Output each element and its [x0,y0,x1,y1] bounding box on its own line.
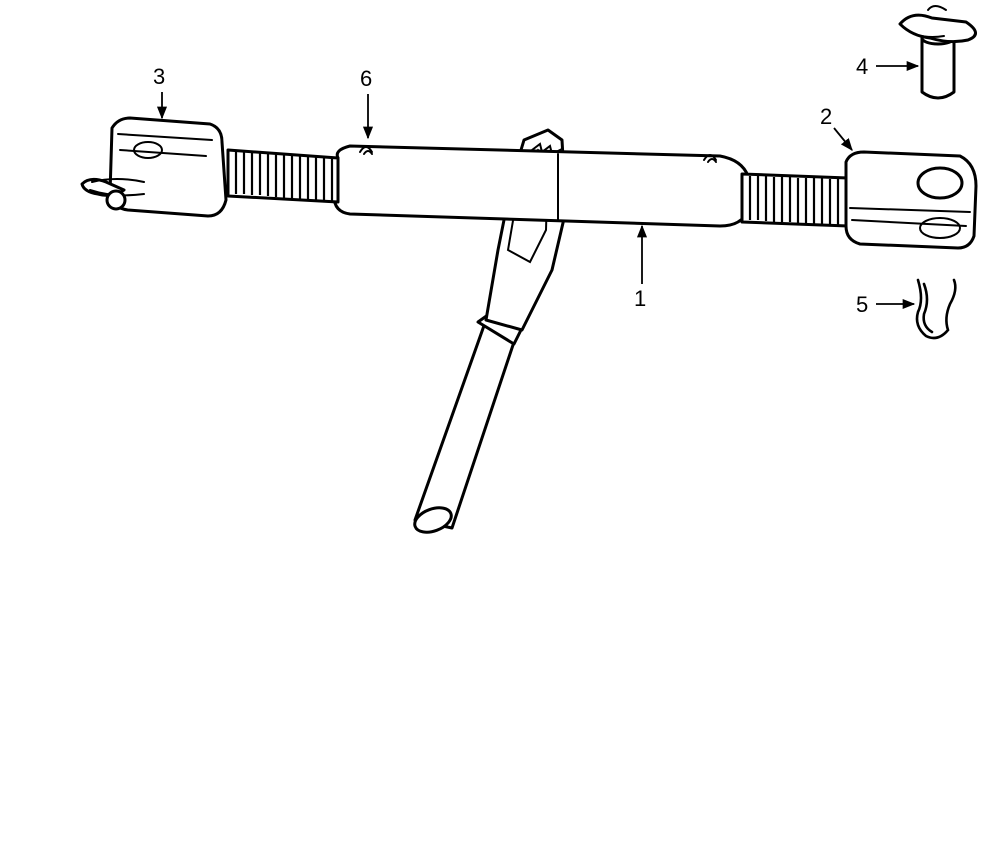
tube-body [332,144,750,228]
right-clevis-end [844,150,978,250]
left-threaded-rod [226,148,340,204]
right-threaded-rod [740,172,850,228]
callout-3: 3 [153,64,165,89]
callout-4: 4 [856,54,868,79]
callout-5: 5 [856,292,868,317]
leader-lines [156,60,920,310]
callout-1: 1 [634,286,646,311]
callout-6: 6 [360,66,372,91]
left-clevis-end [80,116,228,218]
handle-lever [413,128,568,534]
callout-2: 2 [820,104,832,129]
linch-pin-part [898,5,977,100]
spring-clip-part [915,278,957,340]
